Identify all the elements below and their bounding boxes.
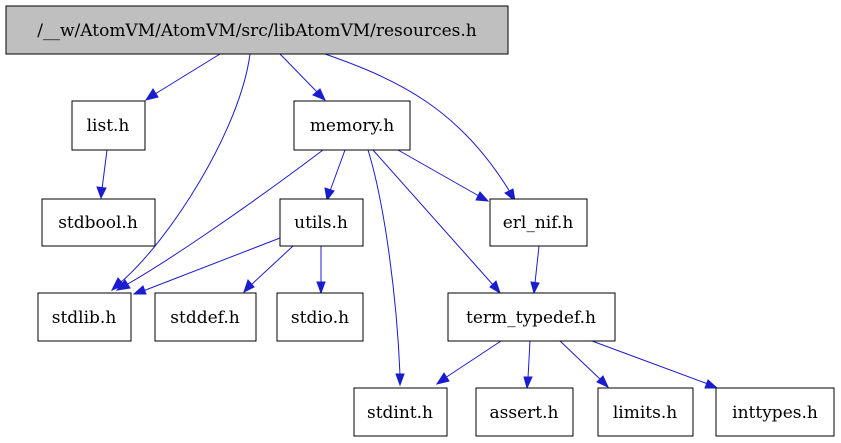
node-erl-nif-h-label: erl_nif.h [503, 213, 574, 233]
edge-resources-to-erl-nif [324, 53, 516, 203]
node-list-h-label: list.h [87, 116, 130, 136]
node-term-typedef-h-label: term_typedef.h [466, 308, 596, 328]
node-assert-h[interactable]: assert.h [475, 387, 574, 437]
edge-list-to-stdbool [96, 149, 108, 200]
edge-term-typedef-to-limits [559, 340, 610, 389]
edge-memory-to-stdlib [115, 149, 324, 291]
node-assert-h-label: assert.h [490, 403, 559, 423]
node-utils-h[interactable]: utils.h [279, 198, 364, 247]
edge-utils-to-stddef [243, 245, 294, 293]
edge-memory-to-utils [324, 149, 346, 202]
edge-utils-to-stdlib [132, 237, 281, 295]
edge-erl-nif-to-term-typedef [530, 245, 540, 295]
node-utils-h-label: utils.h [294, 213, 348, 233]
edge-utils-to-stdio [316, 246, 326, 295]
node-inttypes-h-label: inttypes.h [732, 403, 818, 423]
edges [96, 53, 719, 390]
edge-memory-to-term-typedef [372, 149, 501, 295]
node-memory-h[interactable]: memory.h [293, 100, 411, 151]
node-memory-h-label: memory.h [310, 116, 394, 136]
node-list-h[interactable]: list.h [71, 100, 146, 151]
node-erl-nif-h[interactable]: erl_nif.h [489, 198, 588, 247]
nodes: /__w/AtomVM/AtomVM/src/libAtomVM/resourc… [5, 5, 835, 437]
edge-term-typedef-to-stdint [435, 340, 502, 385]
edge-memory-to-stdint [367, 149, 405, 387]
node-resources-h[interactable]: /__w/AtomVM/AtomVM/src/libAtomVM/resourc… [5, 5, 509, 55]
edge-memory-to-erl-nif [397, 149, 490, 202]
node-stddef-h-label: stddef.h [170, 308, 239, 328]
node-stdbool-h[interactable]: stdbool.h [41, 198, 156, 247]
node-resources-h-label: /__w/AtomVM/AtomVM/src/libAtomVM/resourc… [37, 21, 477, 41]
node-stdint-h[interactable]: stdint.h [353, 387, 448, 437]
edge-term-typedef-to-inttypes [591, 340, 719, 389]
node-stdlib-h-label: stdlib.h [52, 308, 117, 328]
node-stdbool-h-label: stdbool.h [58, 213, 138, 233]
node-limits-h[interactable]: limits.h [597, 387, 694, 437]
edge-resources-to-list [144, 53, 221, 101]
node-stddef-h[interactable]: stddef.h [154, 292, 257, 342]
node-inttypes-h[interactable]: inttypes.h [715, 387, 835, 437]
node-term-typedef-h[interactable]: term_typedef.h [447, 292, 616, 342]
node-stdint-h-label: stdint.h [367, 403, 433, 423]
edge-term-typedef-to-assert [523, 340, 533, 390]
node-limits-h-label: limits.h [613, 403, 677, 423]
node-stdio-h[interactable]: stdio.h [276, 292, 364, 342]
node-stdlib-h[interactable]: stdlib.h [37, 292, 132, 342]
edge-resources-to-stdlib [110, 53, 251, 291]
node-stdio-h-label: stdio.h [291, 308, 349, 328]
edge-resources-to-memory [279, 53, 326, 101]
